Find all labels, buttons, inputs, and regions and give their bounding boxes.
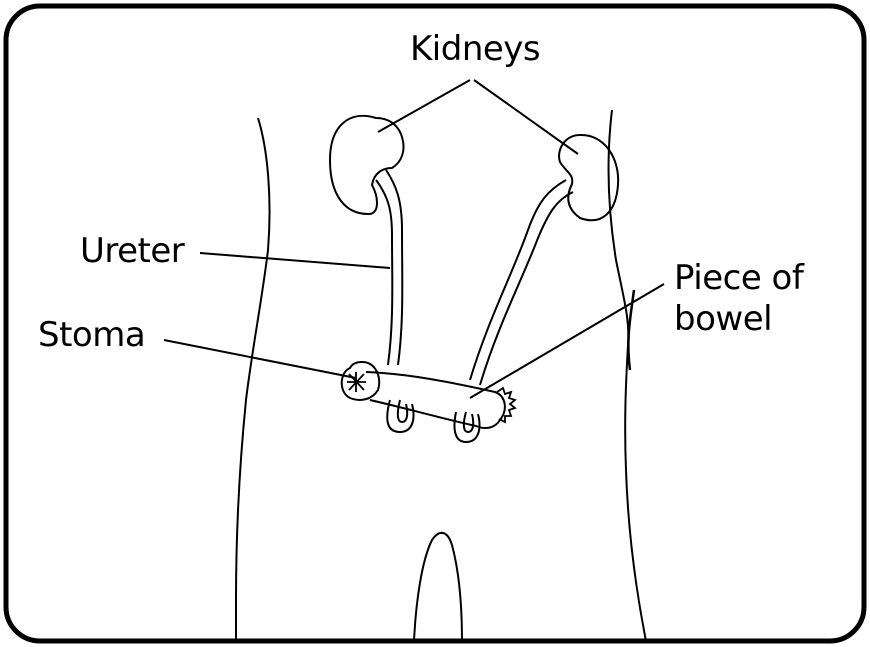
kidneys-label: Kidneys: [410, 32, 540, 66]
leg-gap-outline: [414, 533, 462, 641]
piece-of-bowel-label-line1: Piece of: [674, 258, 803, 299]
right-ureter-loop: [454, 412, 479, 442]
stoma-leader: [164, 340, 356, 378]
body-outline-right: [609, 110, 646, 641]
stoma-label: Stoma: [38, 318, 145, 352]
body-outline-left: [236, 118, 270, 641]
stoma-mark: [347, 372, 366, 392]
bowel-end-right: [497, 388, 515, 422]
piece-of-bowel-label: Piece of bowel: [674, 258, 803, 340]
left-kidney: [330, 116, 404, 214]
ureter-leader: [200, 253, 390, 268]
kidneys-leader-left: [378, 80, 470, 132]
stoma-end: [342, 362, 379, 400]
ureter-label: Ureter: [80, 234, 184, 268]
right-ureter-inner: [480, 192, 573, 385]
kidneys-leader-right: [474, 80, 578, 154]
piece-of-bowel-label-line2: bowel: [674, 299, 803, 340]
left-ureter-inner: [376, 180, 392, 365]
